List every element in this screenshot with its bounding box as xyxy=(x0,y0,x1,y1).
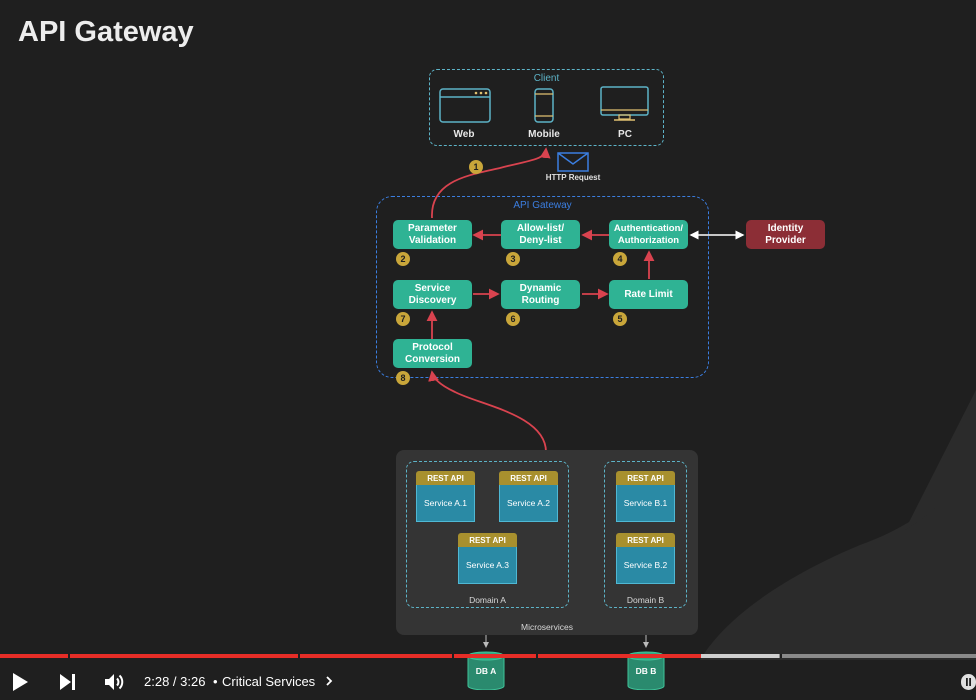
rest-api-tag: REST API xyxy=(416,471,475,485)
rest-api-tag: REST API xyxy=(458,533,517,547)
pause-icon xyxy=(966,678,971,686)
chapter-marker xyxy=(780,654,782,658)
service-name: Service A.3 xyxy=(458,547,517,584)
chapter-marker xyxy=(298,654,300,658)
browser-window-icon xyxy=(439,88,491,123)
step-parameter-validation: Parameter Validation xyxy=(393,220,472,249)
service-name: Service A.1 xyxy=(416,485,475,522)
database-a-label: DB A xyxy=(475,666,497,676)
chapter-title-button[interactable]: Critical Services xyxy=(222,674,335,689)
step-dynamic-routing: Dynamic Routing xyxy=(501,280,580,309)
api-gateway-label: API Gateway xyxy=(513,200,572,211)
separator-dot: • xyxy=(213,674,218,689)
device-label-mobile: Mobile xyxy=(528,129,560,140)
client-box xyxy=(429,69,664,146)
service-name: Service A.2 xyxy=(499,485,558,522)
chapter-marker xyxy=(452,654,454,658)
step-service-discovery: Service Discovery xyxy=(393,280,472,309)
step-badge-1: 1 xyxy=(469,160,483,174)
device-label-pc: PC xyxy=(618,129,632,140)
step-protocol-conversion: Protocol Conversion xyxy=(393,339,472,368)
step-badge-2: 2 xyxy=(396,252,410,266)
chapter-marker xyxy=(536,654,538,658)
rest-api-tag: REST API xyxy=(499,471,558,485)
play-button[interactable] xyxy=(8,670,32,694)
skip-next-icon xyxy=(60,674,75,690)
service-a3: REST API Service A.3 xyxy=(458,533,517,584)
step-badge-4: 4 xyxy=(613,252,627,266)
step-badge-3: 3 xyxy=(506,252,520,266)
chevron-right-icon xyxy=(326,676,333,686)
rest-api-tag: REST API xyxy=(616,533,675,547)
progress-played xyxy=(0,654,701,658)
next-button[interactable] xyxy=(55,670,79,694)
service-a2: REST API Service A.2 xyxy=(499,471,558,522)
autoplay-toggle[interactable] xyxy=(961,674,976,690)
progress-bar[interactable] xyxy=(0,654,976,658)
domain-a-box xyxy=(406,461,569,608)
chapter-marker xyxy=(68,654,70,658)
domain-b-label: Domain B xyxy=(626,595,665,605)
service-a1: REST API Service A.1 xyxy=(416,471,475,522)
device-label-web: Web xyxy=(453,129,475,140)
volume-icon xyxy=(105,674,124,690)
domain-b-box xyxy=(604,461,687,608)
step-authentication-authorization: Authentication/ Authorization xyxy=(609,220,688,249)
chapter-title: Critical Services xyxy=(222,674,316,689)
service-name: Service B.2 xyxy=(616,547,675,584)
slide-title: API Gateway xyxy=(18,16,194,48)
step-badge-8: 8 xyxy=(396,371,410,385)
step-badge-6: 6 xyxy=(506,312,520,326)
api-gateway-box xyxy=(376,196,709,378)
desktop-monitor-icon xyxy=(600,86,649,121)
progress-buffered xyxy=(701,654,779,658)
mobile-phone-icon xyxy=(534,88,554,123)
step-badge-7: 7 xyxy=(396,312,410,326)
database-b-label: DB B xyxy=(635,666,657,676)
http-request-label: HTTP Request xyxy=(545,173,601,182)
domain-a-label: Domain A xyxy=(469,595,506,605)
microservices-label: Microservices xyxy=(521,622,573,632)
step-badge-5: 5 xyxy=(613,312,627,326)
client-label: Client xyxy=(533,73,560,84)
service-b1: REST API Service B.1 xyxy=(616,471,675,522)
step-allow-deny-list: Allow-list/ Deny-list xyxy=(501,220,580,249)
service-b2: REST API Service B.2 xyxy=(616,533,675,584)
step-rate-limit: Rate Limit xyxy=(609,280,688,309)
identity-provider: Identity Provider xyxy=(746,220,825,249)
envelope-icon xyxy=(557,152,589,172)
service-name: Service B.1 xyxy=(616,485,675,522)
time-display: 2:28 / 3:26 xyxy=(144,674,206,689)
volume-button[interactable] xyxy=(102,670,126,694)
rest-api-tag: REST API xyxy=(616,471,675,485)
play-icon xyxy=(13,673,28,691)
